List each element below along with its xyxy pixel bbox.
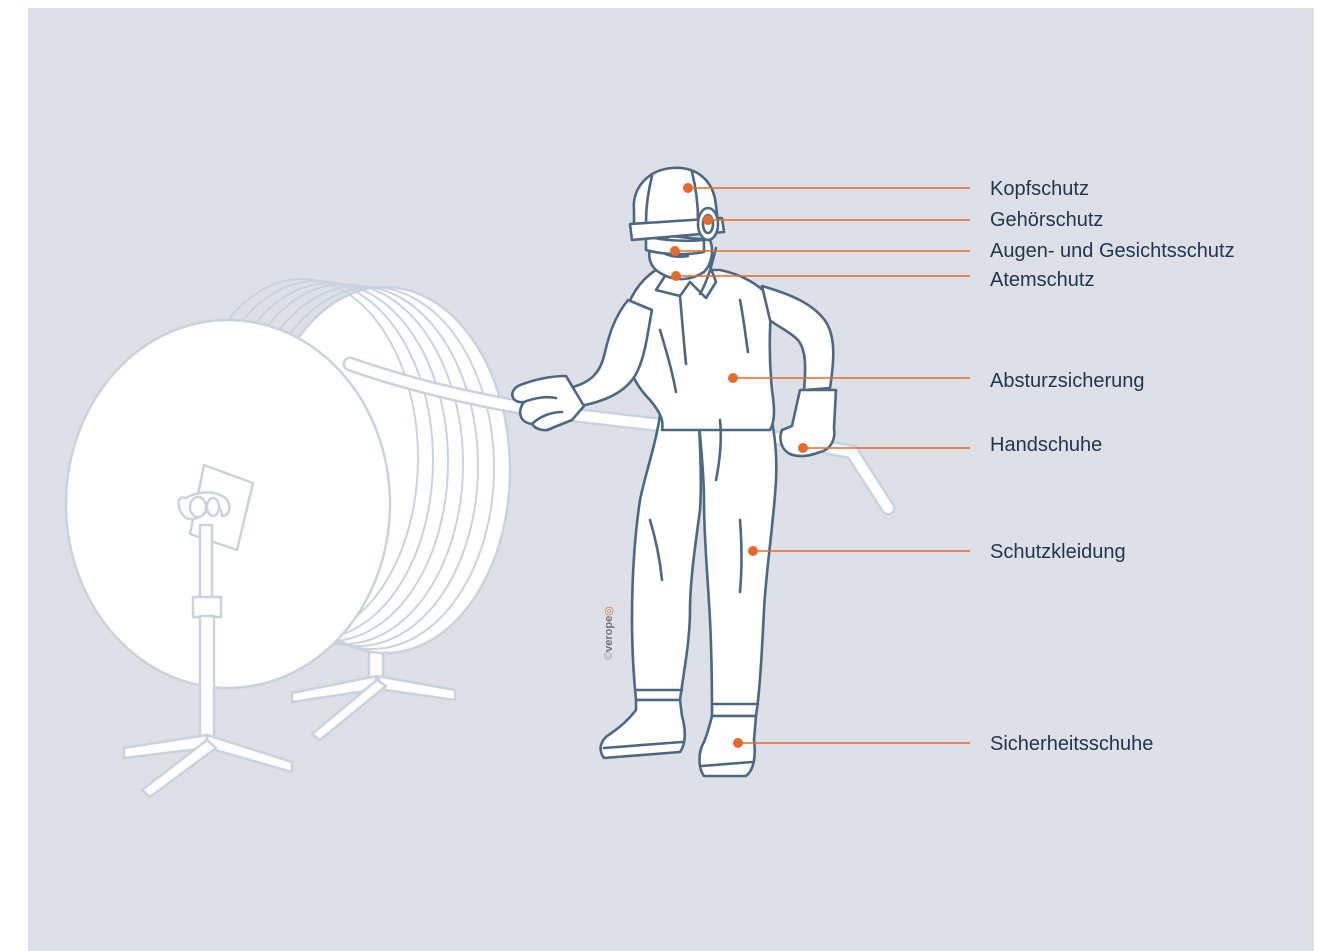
callout-gehoerschutz [703, 215, 970, 225]
label-atemschutz: Atemschutz [990, 268, 1094, 292]
brand-mark-icon: ◎ [603, 606, 615, 616]
label-absturzsicherung: Absturzsicherung [990, 369, 1145, 393]
callout-schuhe [733, 738, 970, 748]
label-kopfschutz: Kopfschutz [990, 177, 1089, 201]
cable-drum [66, 279, 510, 797]
label-sicherheitsschuhe: Sicherheitsschuhe [990, 732, 1153, 756]
label-schutzkleidung: Schutzkleidung [990, 540, 1126, 564]
copyright-symbol: © [603, 652, 615, 660]
callout-kleidung [748, 546, 970, 556]
brand-name: verope [603, 616, 615, 652]
label-handschuhe: Handschuhe [990, 433, 1102, 457]
worker [512, 168, 836, 776]
label-augen-gesichtsschutz: Augen- und Gesichtsschutz [990, 239, 1235, 263]
label-gehoerschutz: Gehörschutz [990, 208, 1103, 232]
callout-kopfschutz [683, 183, 970, 193]
copyright-credit: ©verope◎ [602, 606, 615, 660]
